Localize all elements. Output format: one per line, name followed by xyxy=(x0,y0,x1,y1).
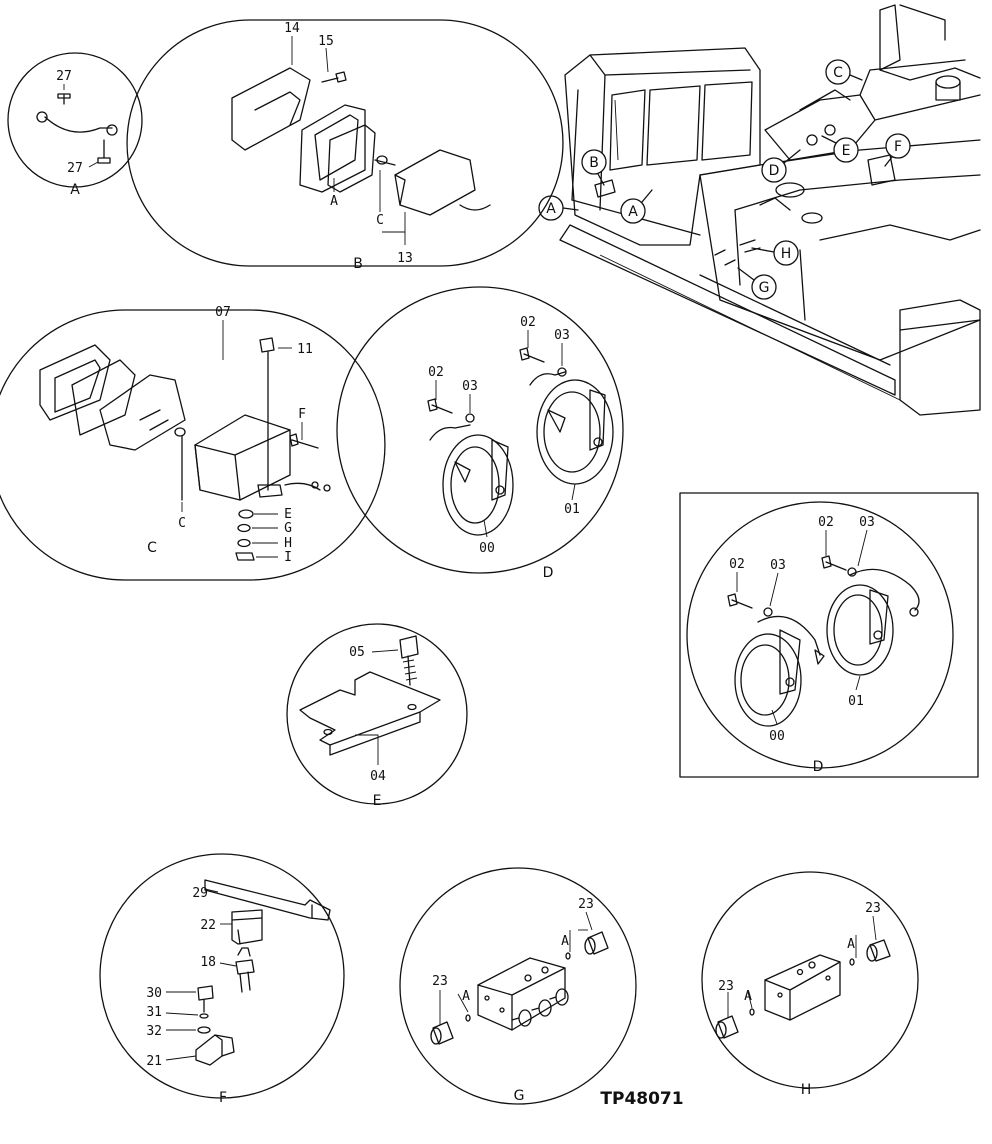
label-05: 05 xyxy=(349,645,365,660)
label-e-c: E xyxy=(284,507,292,522)
label-a-b: A xyxy=(330,194,338,209)
label-23-top-h: 23 xyxy=(865,901,881,916)
callout-h: H xyxy=(751,240,799,266)
label-i-c: I xyxy=(284,550,292,565)
label-21: 21 xyxy=(146,1054,162,1069)
detail-f-caption: F xyxy=(219,1090,227,1106)
detail-h-caption: H xyxy=(801,1082,812,1098)
detail-f: 29 22 18 30 31 32 21 F xyxy=(99,853,345,1106)
label-a-top-g: A xyxy=(561,934,569,949)
callout-d-label: D xyxy=(769,163,780,179)
label-29: 29 xyxy=(192,886,208,901)
callout-g-label: G xyxy=(759,280,770,296)
figure-reference: TP48071 xyxy=(600,1089,683,1109)
machine-overview: C B E D F A A xyxy=(538,4,981,416)
label-h-c: H xyxy=(284,536,292,551)
label-g-c: G xyxy=(284,521,292,536)
label-c-b: C xyxy=(376,213,384,228)
label-07: 07 xyxy=(215,305,231,320)
callout-h-label: H xyxy=(781,246,792,262)
detail-d: 02 03 02 03 00 01 D xyxy=(336,286,624,581)
label-15: 15 xyxy=(318,34,334,49)
detail-d-alt: 02 03 02 03 00 01 D xyxy=(679,492,979,778)
detail-d-caption: D xyxy=(543,565,554,581)
callout-e-label: E xyxy=(842,143,851,159)
label-04: 04 xyxy=(370,769,386,784)
detail-e: 05 04 E xyxy=(286,623,468,809)
detail-b: 14 15 A C 13 B xyxy=(126,19,564,272)
alt-label-02-top: 02 xyxy=(818,515,834,530)
label-f-c: F xyxy=(298,407,306,422)
detail-b-caption: B xyxy=(353,256,363,272)
callout-c-label: C xyxy=(833,65,843,81)
detail-g-caption: G xyxy=(514,1088,525,1104)
label-27-top: 27 xyxy=(56,69,72,84)
label-a-bottom-h: A xyxy=(744,989,752,1004)
alt-label-00: 00 xyxy=(769,729,785,744)
detail-d-alt-caption: D xyxy=(813,759,824,775)
label-14: 14 xyxy=(284,21,300,36)
label-13: 13 xyxy=(397,251,413,266)
label-02-top: 02 xyxy=(520,315,536,330)
callout-c: C xyxy=(825,59,863,85)
callout-f-label: F xyxy=(894,139,902,155)
label-18: 18 xyxy=(200,955,216,970)
callout-e: E xyxy=(821,135,859,163)
alt-label-03-left: 03 xyxy=(770,558,786,573)
label-31: 31 xyxy=(146,1005,162,1020)
label-11: 11 xyxy=(297,342,313,357)
detail-e-caption: E xyxy=(373,793,382,809)
detail-g: 23 A 23 A G xyxy=(399,867,637,1105)
label-32: 32 xyxy=(146,1024,162,1039)
label-a-bottom-g: A xyxy=(462,989,470,1004)
label-03-top: 03 xyxy=(554,328,570,343)
detail-h: 23 A 23 A H xyxy=(701,871,919,1098)
label-30: 30 xyxy=(146,986,162,1001)
alt-label-02-left: 02 xyxy=(729,557,745,572)
label-a-top-h: A xyxy=(847,937,855,952)
label-03-left: 03 xyxy=(462,379,478,394)
label-00: 00 xyxy=(479,541,495,556)
label-22: 22 xyxy=(200,918,216,933)
detail-a-caption: A xyxy=(70,182,80,198)
callout-g: G xyxy=(737,267,777,300)
label-c-c: C xyxy=(178,516,186,531)
callout-a-right-label: A xyxy=(628,204,638,220)
callout-f: F xyxy=(884,133,911,167)
label-01: 01 xyxy=(564,502,580,517)
label-27-bottom: 27 xyxy=(67,161,83,176)
callout-b: B xyxy=(581,149,607,186)
label-23-bottom-g: 23 xyxy=(432,974,448,989)
callout-a-left-label: A xyxy=(546,201,556,217)
label-02-left: 02 xyxy=(428,365,444,380)
detail-c-caption: C xyxy=(147,540,157,556)
alt-label-03-top: 03 xyxy=(859,515,875,530)
detail-c: 07 11 F C E G H I C xyxy=(0,305,386,581)
label-23-bottom-h: 23 xyxy=(718,979,734,994)
detail-a: 27 27 A xyxy=(7,52,143,198)
callout-b-label: B xyxy=(589,155,599,171)
label-23-top-g: 23 xyxy=(578,897,594,912)
callout-d: D xyxy=(761,149,801,183)
callout-a-right: A xyxy=(620,189,653,224)
alt-label-01: 01 xyxy=(848,694,864,709)
